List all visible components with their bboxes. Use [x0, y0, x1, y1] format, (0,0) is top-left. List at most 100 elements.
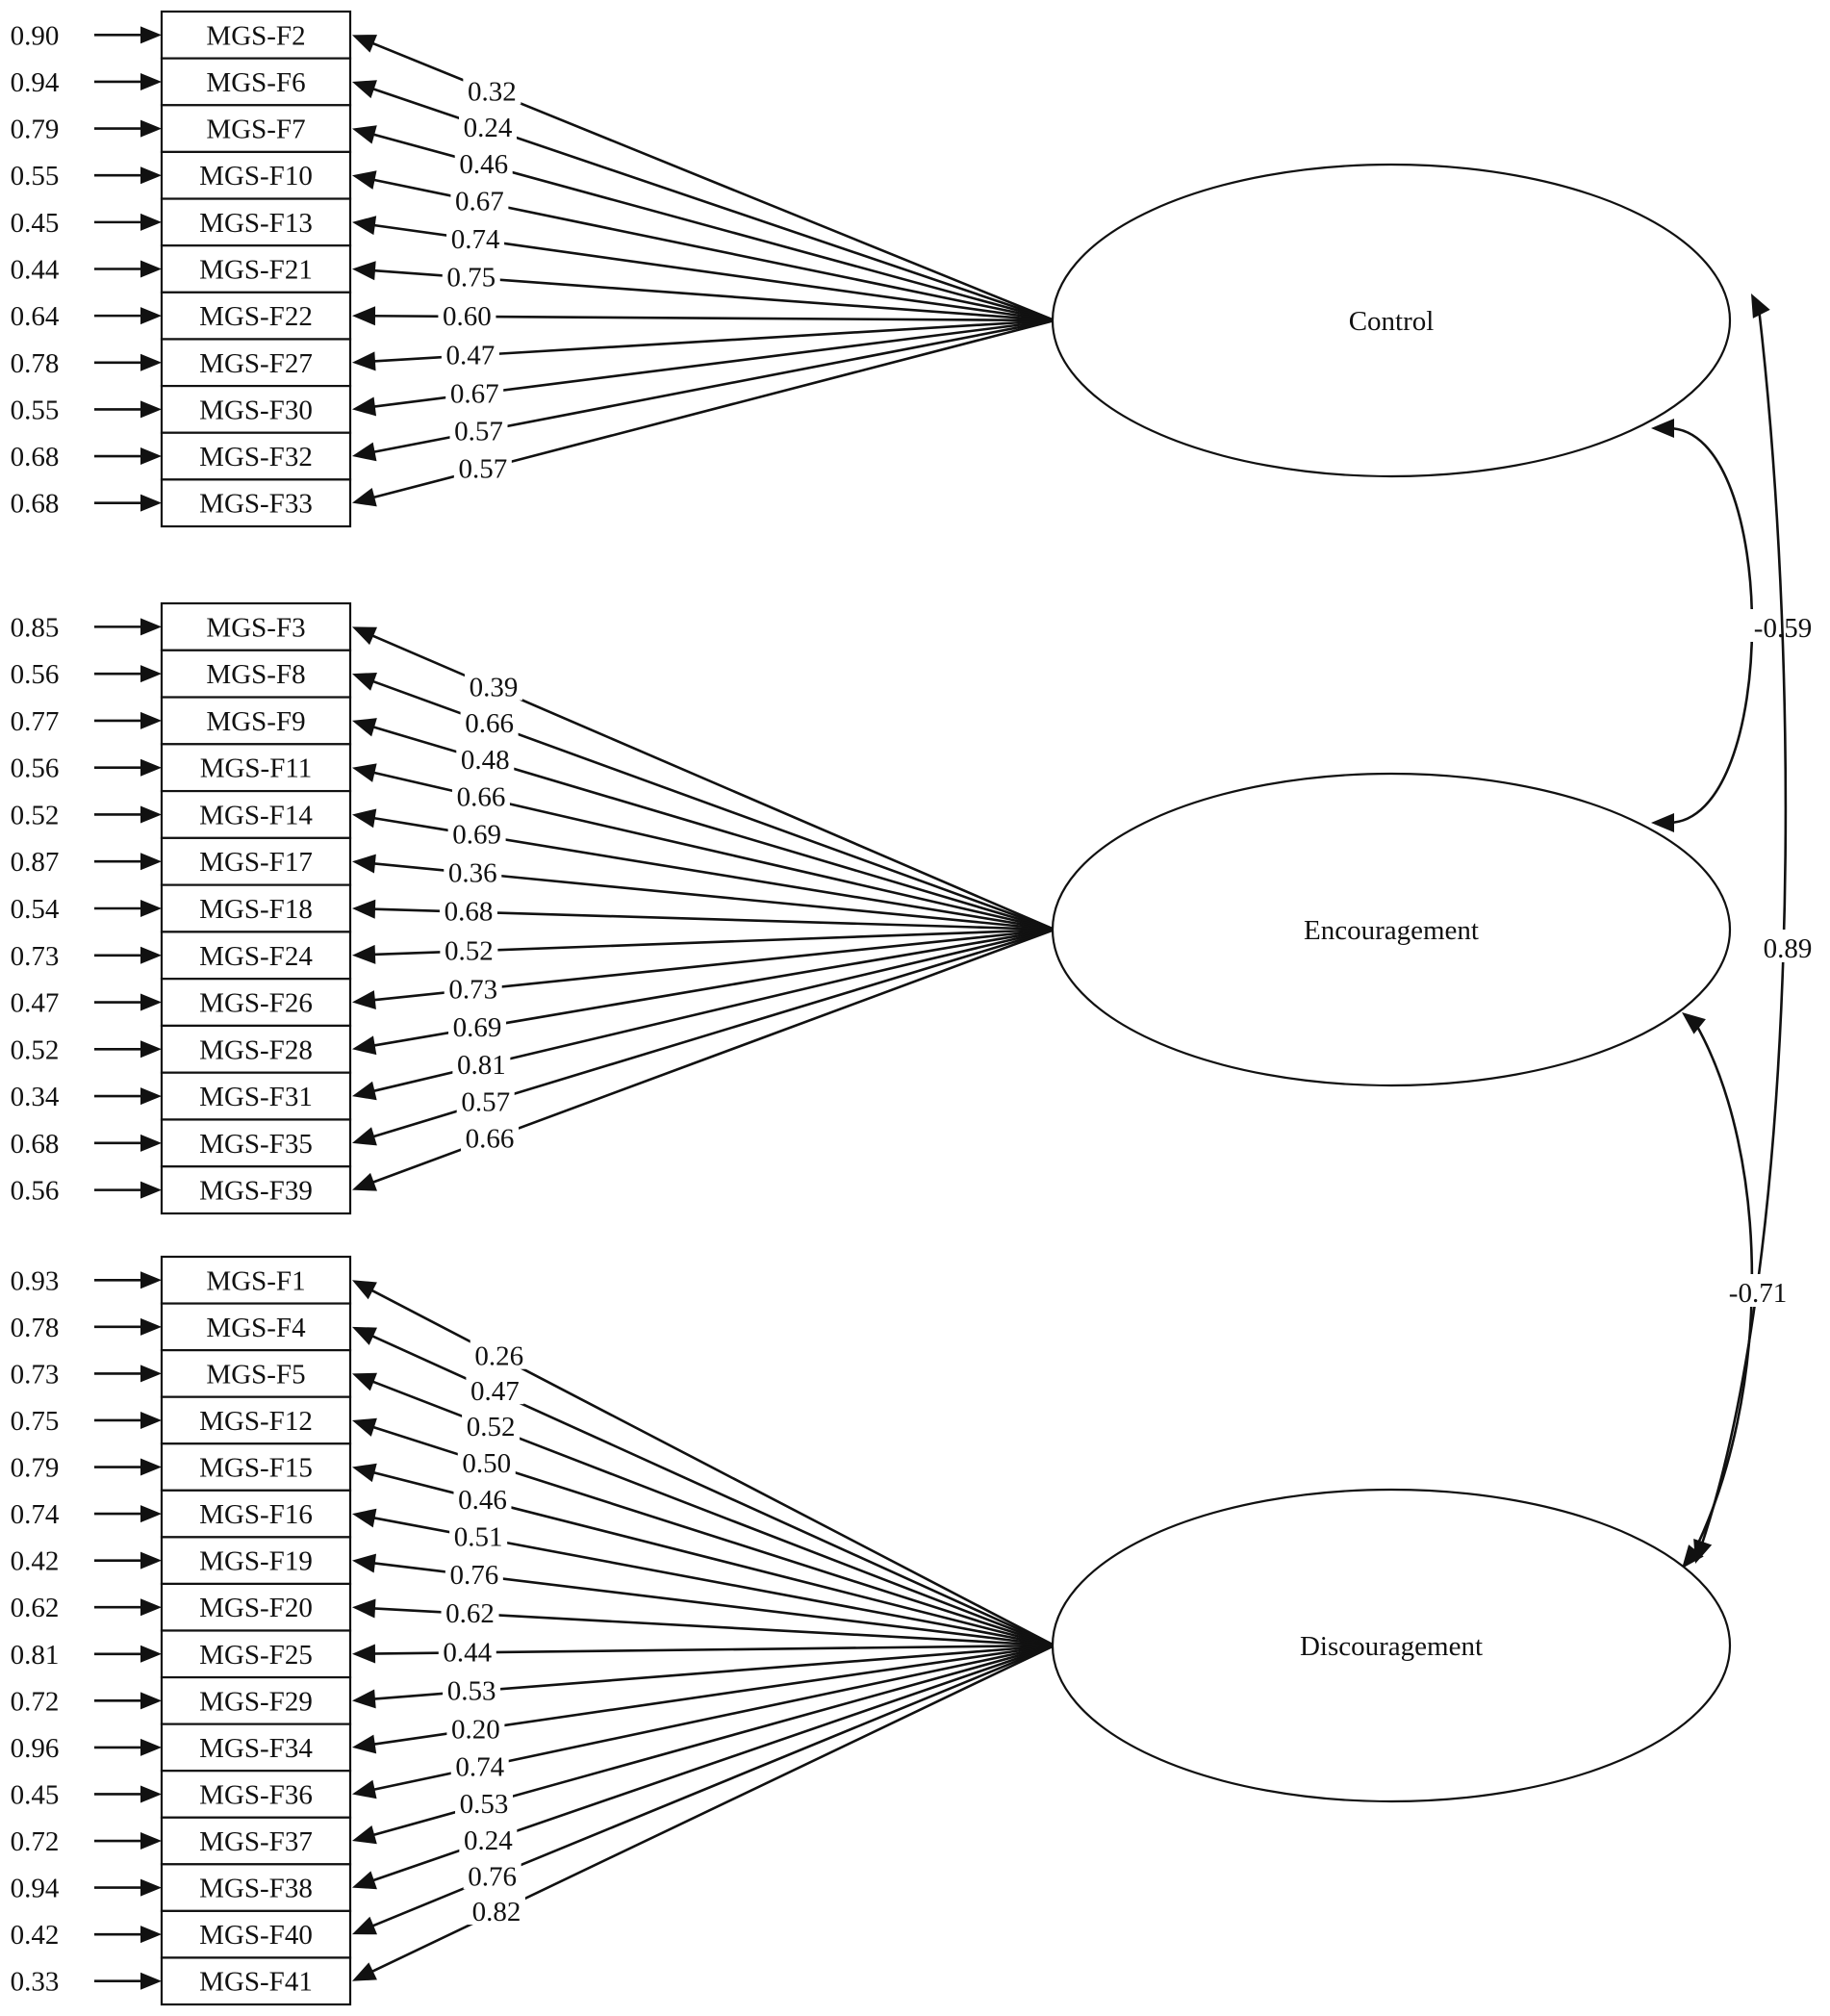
- loading-arrowhead: [352, 1689, 376, 1709]
- loading-arrowhead: [352, 1081, 377, 1101]
- loading-arrowhead: [352, 944, 376, 964]
- factor-label-encouragement: Encouragement: [1304, 915, 1479, 946]
- loading-arrowhead: [352, 1598, 376, 1619]
- loading-arrowhead: [352, 899, 376, 919]
- indicator-box: [160, 150, 352, 200]
- indicator-label: MGS-F10: [199, 161, 313, 191]
- loading-arrowhead: [352, 1172, 377, 1191]
- error-variance-label: 0.68: [11, 489, 60, 520]
- loading-label: 0.53: [460, 1789, 509, 1820]
- error-arrowhead: [140, 1271, 162, 1289]
- error-arrowhead: [140, 900, 162, 917]
- error-variance-label: 0.74: [11, 1499, 60, 1530]
- loading-label-bg: [452, 1049, 511, 1079]
- indicator-box: [160, 836, 352, 886]
- error-arrowhead: [140, 1551, 162, 1569]
- error-arrowhead: [140, 1832, 162, 1850]
- error-arrowhead: [140, 758, 162, 777]
- loading-arrowhead: [352, 1779, 377, 1799]
- indicator-box: [160, 649, 352, 699]
- loading-label: 0.81: [457, 1050, 506, 1081]
- loading-arrowhead: [352, 351, 376, 371]
- loading-label-bg: [454, 147, 513, 177]
- error-variance-label: 0.79: [11, 1453, 60, 1484]
- error-variance-label: 0.68: [11, 442, 60, 472]
- indicator-label: MGS-F30: [199, 395, 313, 425]
- loading-label-bg: [446, 222, 505, 252]
- error-arrowhead: [140, 1645, 162, 1663]
- error-variance-label: 0.79: [11, 115, 60, 145]
- indicator-box: [160, 1629, 352, 1679]
- indicator-label: MGS-F24: [199, 941, 313, 972]
- correlation-arrowhead: [1682, 1012, 1706, 1034]
- indicator-label: MGS-F31: [199, 1082, 313, 1112]
- error-variance-label: 0.94: [11, 1874, 60, 1904]
- loading-label: 0.76: [449, 1560, 498, 1591]
- error-variance-label: 0.73: [11, 1359, 60, 1390]
- indicator-label: MGS-F39: [199, 1176, 313, 1207]
- indicator-label: MGS-F2: [206, 20, 305, 51]
- loading-arrowhead: [352, 1035, 377, 1056]
- loading-label-bg: [444, 856, 502, 886]
- indicator-label: MGS-F29: [199, 1686, 313, 1717]
- loading-arrowhead: [352, 854, 376, 874]
- loading-label: 0.46: [459, 149, 508, 180]
- indicator-label: MGS-F26: [199, 988, 313, 1019]
- indicator-box: [160, 743, 352, 793]
- indicator-layer: MGS-F2MGS-F6MGS-F7MGS-F10MGS-F13MGS-F21M…: [160, 10, 352, 2006]
- loading-label: 0.24: [464, 113, 513, 143]
- indicator-label: MGS-F34: [199, 1733, 313, 1764]
- indicator-box: [160, 1489, 352, 1539]
- loading-label-bg: [449, 415, 508, 445]
- factor-ellipse-control: [1051, 163, 1732, 478]
- indicator-label: MGS-F40: [199, 1920, 313, 1951]
- loading-arrowhead: [352, 1417, 377, 1437]
- correlation-arrowhead: [1651, 419, 1674, 438]
- error-arrowhead: [140, 1505, 162, 1523]
- loading-label: 0.52: [445, 935, 494, 966]
- loading-arrowhead: [352, 261, 376, 281]
- loading-label-bg: [455, 1787, 514, 1817]
- correlation-label-bg: [1749, 930, 1826, 962]
- loading-label-bg: [445, 1559, 503, 1589]
- indicator-label: MGS-F21: [199, 255, 313, 286]
- error-arrowhead: [140, 1317, 162, 1336]
- error-arrowhead: [140, 1181, 162, 1199]
- indicator-label: MGS-F27: [199, 348, 313, 379]
- loading-label: 0.47: [446, 340, 496, 370]
- error-variance-label: 0.54: [11, 894, 60, 925]
- loading-label-bg: [457, 1446, 516, 1476]
- loading-label-bg: [439, 895, 497, 925]
- loading-label: 0.52: [467, 1412, 516, 1442]
- error-variance-label: 0.72: [11, 1826, 60, 1857]
- factor-label-discouragement: Discouragement: [1300, 1631, 1483, 1662]
- indicator-label: MGS-F13: [199, 208, 313, 239]
- error-variance-label: 0.75: [11, 1406, 60, 1437]
- error-variance-label: 0.56: [11, 753, 60, 784]
- loading-label-bg: [438, 299, 496, 329]
- loading-label: 0.48: [461, 745, 510, 776]
- error-arrowhead: [140, 447, 162, 466]
- error-variance-label: 0.44: [11, 255, 60, 286]
- loading-label: 0.62: [445, 1598, 495, 1629]
- error-arrowhead: [140, 1087, 162, 1106]
- indicator-box: [160, 978, 352, 1028]
- loading-label: 0.51: [454, 1522, 503, 1553]
- loading-arrowhead: [352, 808, 377, 829]
- error-arrowhead: [140, 260, 162, 278]
- loading-arrowhead: [352, 990, 376, 1010]
- indicator-label: MGS-F11: [200, 753, 313, 784]
- loading-label-bg: [462, 1411, 521, 1441]
- indicator-box: [160, 431, 352, 481]
- error-variance-label: 0.96: [11, 1733, 60, 1764]
- loading-label-bg: [440, 934, 498, 964]
- loading-arrowhead: [352, 1871, 377, 1890]
- loading-label: 0.39: [470, 673, 519, 703]
- loading-label: 0.50: [462, 1448, 511, 1479]
- indicator-box: [160, 57, 352, 107]
- loading-label: 0.32: [468, 76, 517, 107]
- error-arrowhead: [140, 400, 162, 419]
- indicator-label: MGS-F36: [199, 1779, 313, 1810]
- error-arrowhead: [140, 853, 162, 871]
- loading-arrowhead: [352, 1280, 377, 1300]
